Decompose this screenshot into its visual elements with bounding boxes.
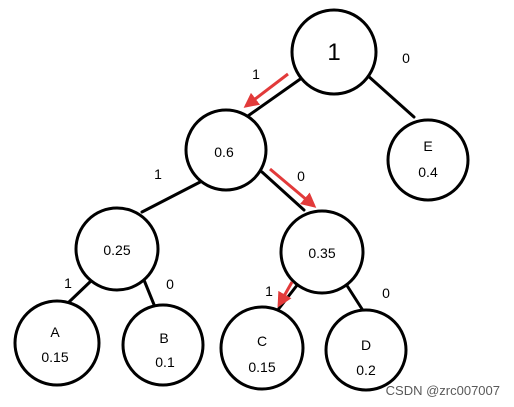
edge-0.6-0.25 [140,178,206,214]
edge-root-0.6 [243,73,308,120]
edge-label-root-E: 0 [402,50,410,66]
edge-label-0.35-D: 0 [382,285,390,301]
edge-label-0.6-0.35: 0 [297,168,305,184]
highlight-arrow-0.6-0.35 [269,167,317,208]
node-root: 1 [290,8,378,96]
node-0.25-value: 0.25 [103,242,130,258]
node-A-label: A [50,324,60,340]
node-D-value: 0.2 [356,362,376,378]
node-D: D 0.2 [324,308,408,392]
node-E-label: E [423,138,432,154]
node-D-label: D [361,337,371,353]
edge-label-0.25-B: 0 [166,276,174,292]
highlight-arrow-0.35-C [277,281,294,308]
edge-label-0.25-A: 1 [64,275,72,291]
highlight-arrow-root-0.6 [243,72,289,108]
node-B: B 0.1 [121,303,205,387]
edge-0.35-D [344,282,364,311]
edge-label-0.6-0.25: 1 [154,166,162,182]
node-0.25: 0.25 [74,206,160,292]
node-E: E 0.4 [386,118,470,202]
node-C: C 0.15 [219,305,305,391]
node-0.6: 0.6 [184,108,268,192]
node-A: A 0.15 [13,299,101,387]
node-0.6-value: 0.6 [214,144,234,160]
node-E-value: 0.4 [418,164,438,180]
node-B-label: B [159,330,168,346]
node-A-value: 0.15 [41,349,68,365]
edge-0.6-0.35 [260,170,306,212]
edge-label-0.35-C: 1 [265,283,273,299]
edge-label-root-0.6: 1 [252,66,260,82]
edge-root-E [365,73,416,119]
edge-0.25-A [67,278,94,304]
node-B-value: 0.1 [155,354,175,370]
node-C-value: 0.15 [248,359,275,375]
node-C-label: C [257,333,267,349]
node-0.35-value: 0.35 [308,245,335,261]
node-0.35: 0.35 [279,209,365,295]
node-root-value: 1 [327,39,340,66]
watermark: CSDN @zrc007007 [386,383,500,398]
